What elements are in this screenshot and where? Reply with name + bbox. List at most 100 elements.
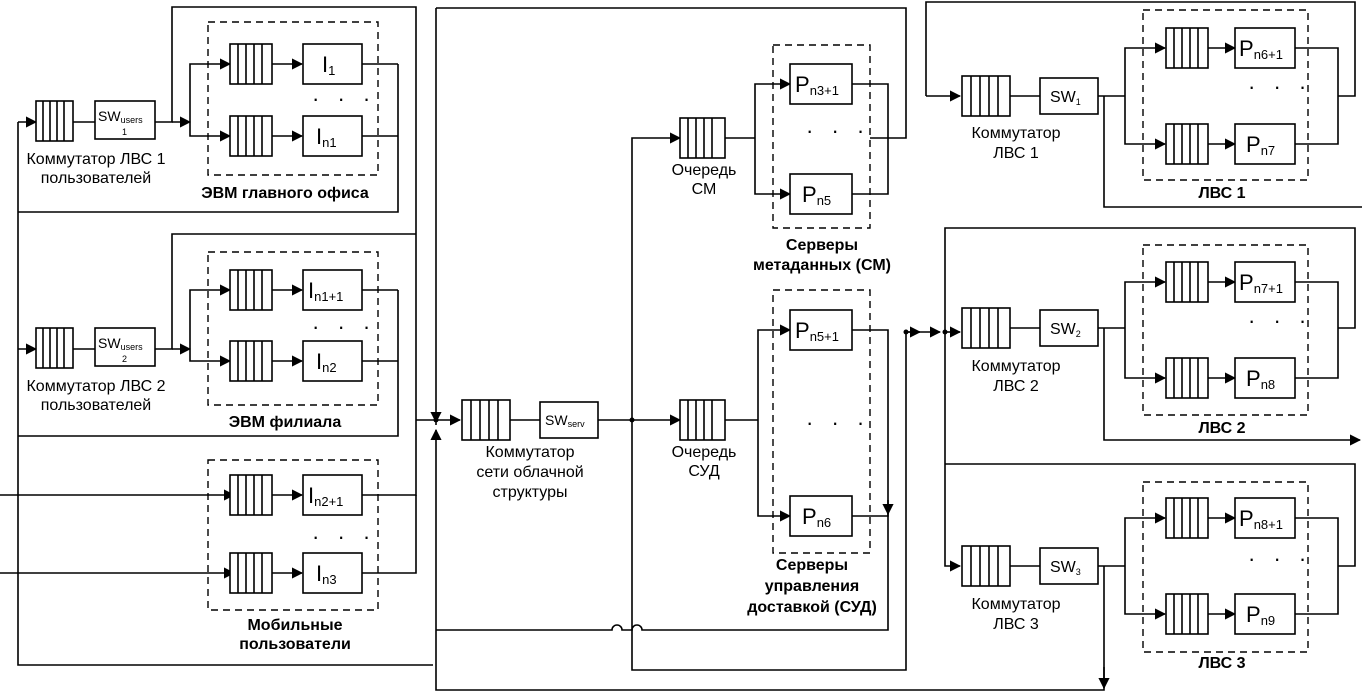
node-pn5: Pn5	[789, 173, 853, 215]
queue-cm	[679, 117, 726, 159]
queue-in1	[229, 115, 273, 157]
queue-pn8p1	[1165, 497, 1209, 539]
queue-pn7p1	[1165, 261, 1209, 303]
svg-text:In1: In1	[316, 124, 337, 150]
queue-i1	[229, 43, 273, 85]
node-pn8p1: Pn8+1	[1234, 497, 1296, 539]
node-pn6p1: Pn6+1	[1234, 27, 1296, 69]
svg-text:In2: In2	[316, 349, 337, 375]
node-in2p1: In2+1	[302, 474, 363, 516]
svg-text:Pn5+1: Pn5+1	[795, 318, 839, 344]
node-in1p1: In1+1	[302, 269, 363, 311]
svg-text:SWusers: SWusers	[98, 335, 143, 352]
svg-text:· · ·: · · ·	[312, 314, 376, 339]
node-pn8: Pn8	[1234, 357, 1296, 399]
svg-text:Pn6: Pn6	[802, 504, 831, 530]
queue-pn8	[1165, 357, 1209, 399]
queue-in2p1	[229, 474, 273, 516]
switch-lan3: SW3	[1039, 547, 1099, 585]
svg-text:· · ·: · · ·	[1248, 308, 1312, 333]
group-delivery-servers	[772, 289, 871, 554]
switch-users2: SWusers 2	[94, 327, 156, 367]
queue-in3	[229, 552, 273, 594]
queue-cloud	[461, 399, 511, 441]
queue-sud	[679, 399, 726, 441]
switch-users1: SWusers 1	[94, 100, 156, 140]
svg-text:· · ·: · · ·	[806, 410, 870, 435]
svg-text:Pn3+1: Pn3+1	[795, 72, 839, 98]
node-pn6: Pn6	[789, 495, 853, 537]
svg-text:Pn7+1: Pn7+1	[1239, 270, 1283, 296]
svg-text:Pn8: Pn8	[1246, 366, 1275, 392]
queue-lan3	[961, 545, 1011, 587]
node-pn5p1: Pn5+1	[789, 309, 853, 351]
node-pn7: Pn7	[1234, 123, 1296, 165]
svg-text:2: 2	[122, 354, 127, 364]
svg-text:SW2: SW2	[1050, 321, 1081, 339]
label-lan3: ЛВС 3	[1198, 655, 1245, 672]
group-branch	[207, 251, 379, 406]
switch-serv: SWserv	[539, 401, 599, 439]
queue-pn7	[1165, 123, 1209, 165]
svg-text:· · ·: · · ·	[312, 524, 376, 549]
switch-lan2: SW2	[1039, 309, 1099, 347]
switch-lan1: SW1	[1039, 77, 1099, 115]
group-main-office	[207, 21, 379, 176]
queue-users1	[35, 100, 74, 142]
svg-text:SW1: SW1	[1050, 89, 1081, 107]
svg-text:Pn8+1: Pn8+1	[1239, 506, 1283, 532]
svg-text:SWusers: SWusers	[98, 108, 143, 125]
queue-lan2	[961, 307, 1011, 349]
ellipses: · · · · · · · · · · · · · · · · · · · · …	[312, 74, 1312, 571]
svg-text:· · ·: · · ·	[312, 86, 376, 111]
node-in2: In2	[302, 340, 363, 382]
label-lan1: ЛВС 1	[1198, 185, 1245, 202]
svg-text:SW3: SW3	[1050, 559, 1081, 577]
group-meta-servers	[772, 44, 871, 229]
queue-users2	[35, 327, 74, 369]
svg-text:1: 1	[122, 127, 127, 137]
queue-pn6p1	[1165, 27, 1209, 69]
node-i1: I1	[302, 43, 363, 85]
label-branch: ЭВМ филиала	[229, 414, 342, 431]
node-in3: In3	[302, 552, 363, 594]
node-pn9: Pn9	[1234, 593, 1296, 635]
group-mobile	[207, 459, 379, 611]
svg-text:· · ·: · · ·	[1248, 74, 1312, 99]
node-pn7p1: Pn7+1	[1234, 261, 1296, 303]
queue-in1p1	[229, 269, 273, 311]
nodes: I1 In1 In1+1 In2 In2+1 In3 Pn3+1 Pn5 Pn5…	[302, 27, 1296, 635]
queue-lan1	[961, 75, 1011, 117]
svg-text:· · ·: · · ·	[806, 118, 870, 143]
label-lan2: ЛВС 2	[1198, 420, 1245, 437]
queue-in2	[229, 340, 273, 382]
queues	[35, 27, 1209, 635]
queue-pn9	[1165, 593, 1209, 635]
node-in1: In1	[302, 115, 363, 157]
svg-text:In1+1: In1+1	[308, 278, 343, 304]
label-main-office: ЭВМ главного офиса	[201, 185, 369, 202]
svg-text:SWserv: SWserv	[545, 412, 585, 429]
svg-text:In2+1: In2+1	[308, 483, 343, 509]
node-pn3p1: Pn3+1	[789, 63, 853, 105]
svg-text:· · ·: · · ·	[1248, 546, 1312, 571]
svg-text:In3: In3	[316, 561, 337, 587]
svg-text:I1: I1	[322, 52, 335, 78]
svg-text:Pn6+1: Pn6+1	[1239, 36, 1283, 62]
svg-text:Pn5: Pn5	[802, 182, 831, 208]
svg-text:Pn7: Pn7	[1246, 132, 1275, 158]
